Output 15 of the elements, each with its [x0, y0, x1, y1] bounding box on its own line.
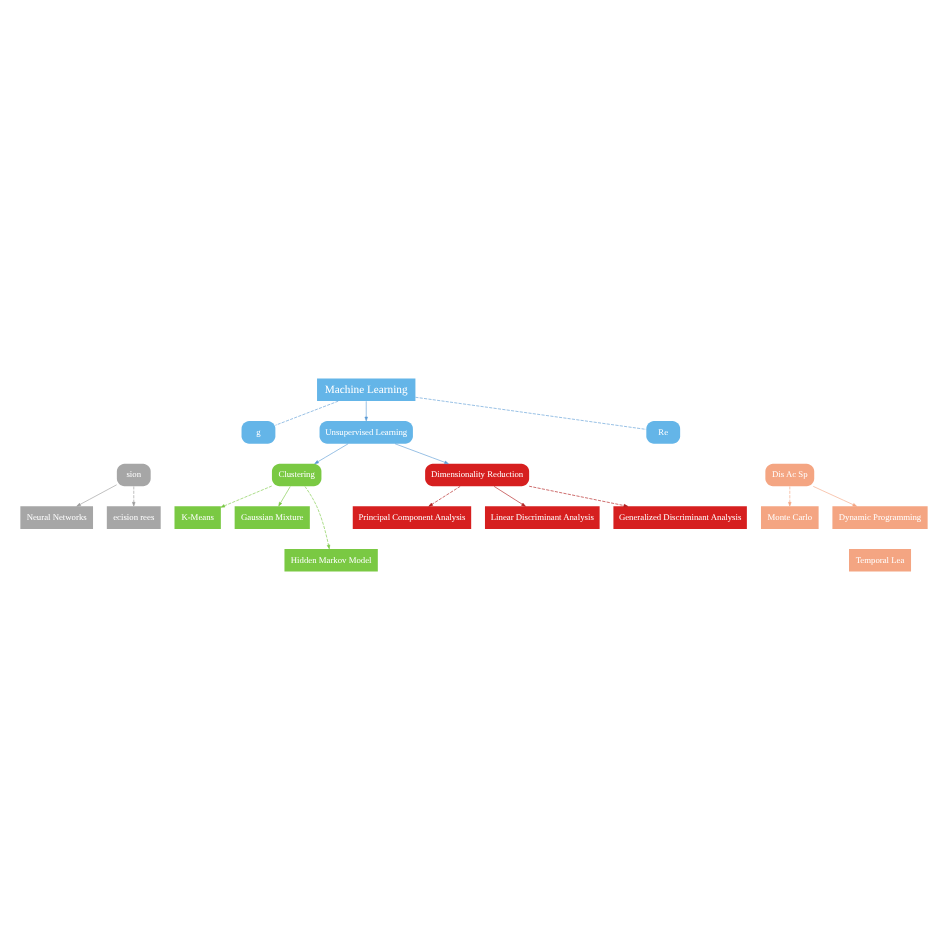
arrow	[493, 485, 526, 506]
arrow	[132, 485, 136, 506]
arrow	[394, 442, 449, 463]
arrow	[76, 483, 117, 506]
arrow	[364, 399, 368, 421]
arrow	[304, 485, 331, 549]
connector	[415, 395, 647, 429]
arrow	[220, 484, 272, 507]
arrow	[812, 485, 857, 506]
arrow	[788, 485, 792, 506]
arrow	[278, 485, 291, 506]
arrow	[314, 442, 349, 463]
connector	[275, 399, 339, 425]
arrow	[428, 485, 461, 506]
arrow	[528, 484, 629, 507]
